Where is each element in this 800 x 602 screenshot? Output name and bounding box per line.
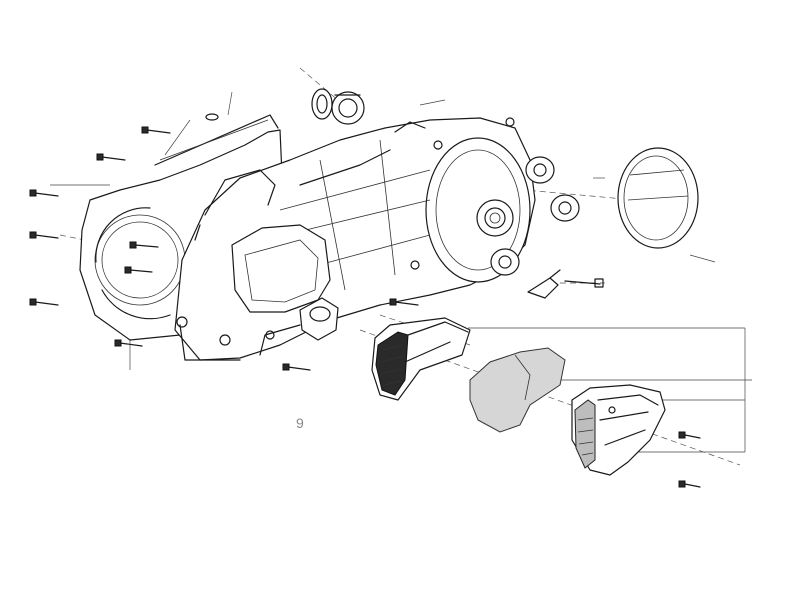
cover-bolts: [29, 113, 701, 488]
bolt: [29, 231, 59, 239]
bolt: [29, 189, 59, 197]
air-intake-duct: [371, 317, 471, 401]
bolt: [389, 298, 419, 306]
crankcase-cover: [174, 117, 536, 361]
bolt: [124, 266, 153, 274]
bolt: [678, 431, 701, 439]
bolt: [282, 363, 311, 371]
bolt: [114, 339, 143, 347]
oil-seal: [311, 88, 333, 120]
filter-sponge: [469, 347, 566, 433]
round-cap: [617, 147, 699, 249]
spacers: [490, 156, 580, 276]
bolt: [29, 298, 59, 306]
filter-cover: [571, 384, 666, 476]
bolt: [96, 153, 126, 161]
bearing: [331, 91, 365, 125]
bolt: [129, 241, 159, 249]
bracket-clip: [527, 269, 604, 299]
bolt: [678, 480, 701, 488]
pin: [205, 113, 219, 121]
figure-mark: 9: [296, 415, 304, 431]
bolt: [141, 126, 171, 134]
